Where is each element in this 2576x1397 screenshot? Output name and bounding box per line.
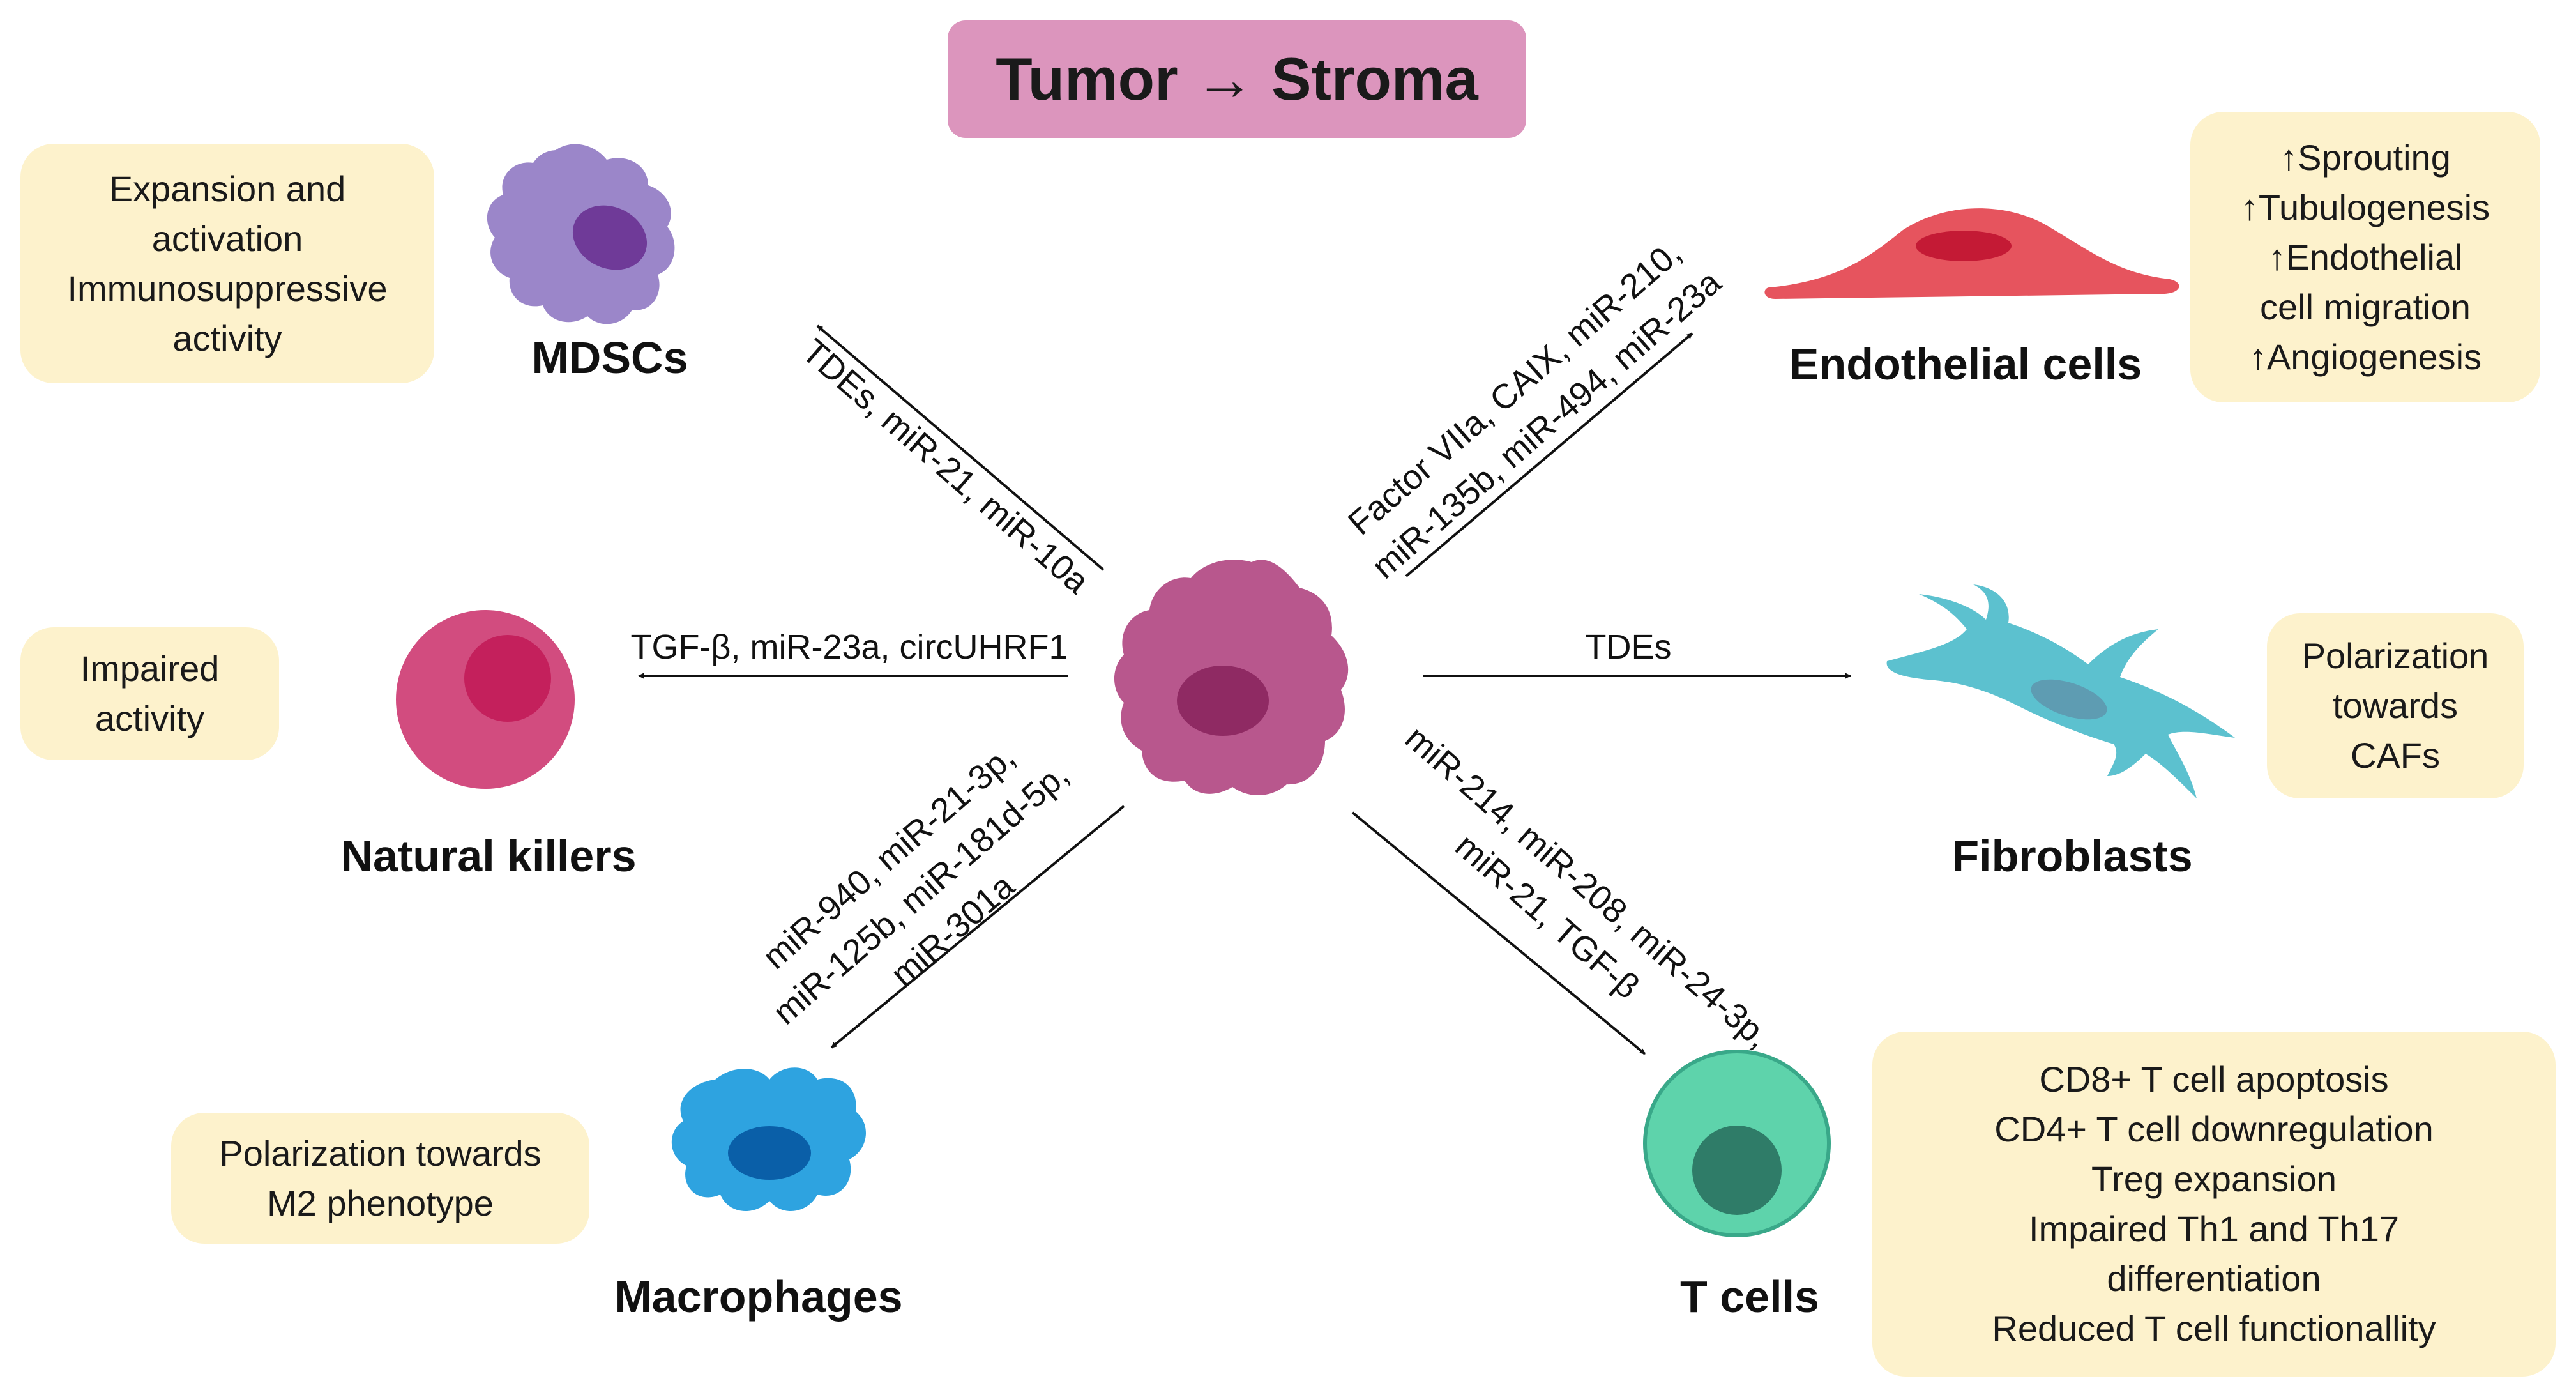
t-cell-icon <box>1643 1050 1831 1237</box>
natural-killer-cell-icon <box>396 610 575 789</box>
endothelial-cell-icon <box>1764 208 2179 299</box>
cell-label-endothelial: Endothelial cells <box>1789 339 2142 389</box>
arrow-to-macrophages <box>830 805 1125 1049</box>
arrow-label-fibroblasts: TDEs <box>1585 628 1672 666</box>
effect-box-t-cells: CD8+ T cell apoptosis CD4+ T cell downre… <box>1872 1032 2556 1377</box>
effect-box-mdscs: Expansion and activation Immunosuppressi… <box>20 144 434 383</box>
cell-label-natural-killers: Natural killers <box>340 831 637 881</box>
cell-label-macrophages: Macrophages <box>614 1272 903 1322</box>
effect-box-natural-killers: Impaired activity <box>20 627 279 760</box>
arrow-to-mdscs <box>816 324 1105 571</box>
cell-label-t-cells: T cells <box>1680 1272 1819 1322</box>
arrow-label-natural-killers: TGF-β, miR-23a, circUHRF1 <box>630 628 1068 666</box>
arrow-to-endothelial <box>1405 332 1693 577</box>
diagram-title: Tumor → Stroma <box>996 45 1478 112</box>
tumor-cell-icon <box>1114 560 1349 796</box>
cell-label-mdscs: MDSCs <box>531 333 688 383</box>
cell-label-fibroblasts: Fibroblasts <box>1951 831 2193 881</box>
title-box: Tumor → Stroma <box>948 20 1526 138</box>
arrow-to-t-cells <box>1351 811 1646 1055</box>
macrophage-cell-icon <box>671 1067 867 1212</box>
fibroblast-cell-icon <box>1886 584 2235 798</box>
effect-box-endothelial: ↑Sprouting ↑Tubulogenesis ↑Endothelial c… <box>2190 112 2540 402</box>
effect-box-macrophages: Polarization towards M2 phenotype <box>171 1113 589 1244</box>
mdsc-cell-icon <box>487 144 675 324</box>
effect-box-fibroblasts: Polarization towards CAFs <box>2267 613 2524 798</box>
